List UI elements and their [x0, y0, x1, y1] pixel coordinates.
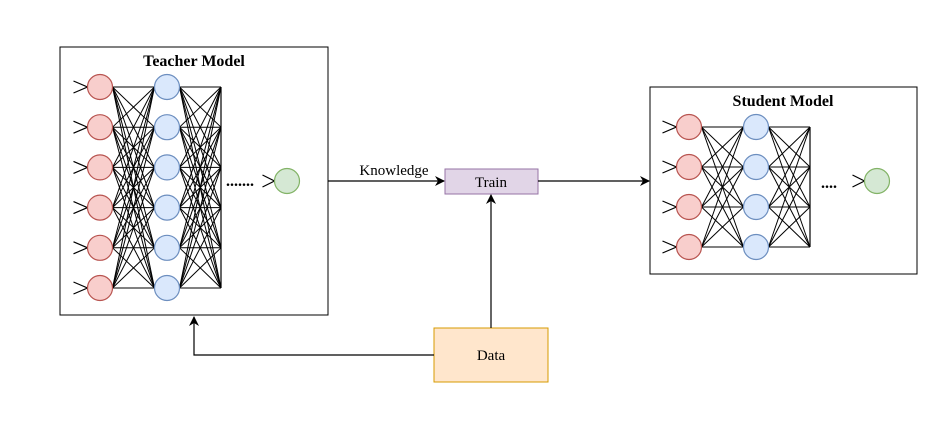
connection-line: [112, 86, 155, 128]
hidden-node: [742, 113, 770, 141]
input-node: [675, 113, 703, 141]
input-node: [86, 274, 114, 302]
connection-line: [179, 86, 222, 248]
connection-line: [768, 126, 811, 248]
teacher-ellipsis: .......: [226, 173, 254, 190]
connection-line: [701, 126, 744, 168]
input-node: [86, 154, 114, 181]
input-node: [675, 193, 703, 221]
connection-line: [112, 86, 155, 289]
connection-line: [768, 126, 811, 168]
connection-line: [768, 166, 811, 248]
train-label: Train: [475, 175, 507, 191]
connection-line: [112, 167, 155, 289]
connection-line: [179, 167, 222, 289]
student-model-box: Student Model ....: [649, 86, 918, 275]
hidden-node: [153, 154, 181, 181]
connection-line: [701, 166, 744, 248]
connection-line: [768, 126, 811, 208]
connection-line: [112, 86, 155, 208]
connection-line: [112, 86, 155, 248]
hidden-node: [153, 194, 181, 221]
connection-line: [179, 247, 222, 289]
teacher-model-box: Teacher Model .......: [59, 46, 329, 316]
input-node: [86, 114, 114, 141]
input-node: [86, 194, 114, 221]
hidden-node: [742, 193, 770, 221]
knowledge-label: Knowledge: [359, 163, 428, 179]
hidden-node: [153, 234, 181, 261]
hidden-node: [153, 73, 181, 101]
connection-line: [179, 207, 222, 289]
connection-line: [112, 127, 155, 289]
connection-line: [701, 206, 744, 248]
connection-line: [701, 126, 744, 248]
data-to-teacher-arrow: [189, 316, 434, 356]
connection-line: [179, 86, 222, 208]
student-model-title: Student Model: [733, 93, 834, 110]
connection-line: [112, 247, 155, 289]
teacher-network: [73, 73, 301, 302]
student-ellipsis: ....: [821, 175, 837, 192]
input-node: [675, 153, 703, 181]
input-node: [86, 73, 114, 101]
hidden-node: [153, 114, 181, 141]
student-network: [662, 113, 891, 261]
output-node: [273, 167, 301, 195]
connection-line: [179, 86, 222, 128]
input-node: [86, 234, 114, 261]
input-node: [675, 233, 703, 261]
hidden-node: [742, 233, 770, 261]
data-label: Data: [477, 348, 506, 364]
data-box[interactable]: Data: [433, 327, 549, 383]
connection-line: [179, 86, 222, 168]
teacher-model-title: Teacher Model: [143, 53, 245, 70]
output-node: [863, 167, 891, 195]
connection-line: [179, 127, 222, 289]
hidden-node: [742, 153, 770, 181]
connection-line: [768, 206, 811, 248]
hidden-node: [153, 274, 181, 302]
connection-line: [701, 126, 744, 208]
connection-line: [112, 207, 155, 289]
connection-line: [112, 86, 155, 168]
connection-line: [179, 86, 222, 289]
train-box[interactable]: Train: [444, 168, 539, 195]
